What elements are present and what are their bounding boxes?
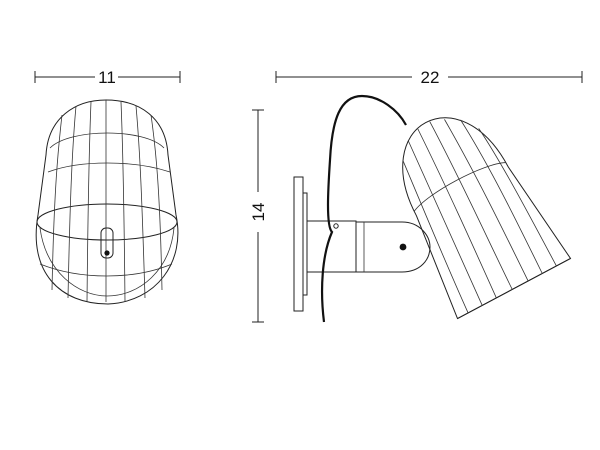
dimension-width-side-label: 22 xyxy=(421,68,440,87)
dimension-width-side: 22 xyxy=(275,68,583,87)
arm xyxy=(306,220,357,273)
dimension-width-front: 11 xyxy=(34,68,181,87)
front-view-shade xyxy=(35,99,179,305)
wall-plate xyxy=(293,176,304,312)
side-view-lamp xyxy=(293,94,572,323)
side-view-shade xyxy=(402,117,572,320)
dimension-width-front-label: 11 xyxy=(98,68,116,87)
power-cord xyxy=(320,94,407,323)
dimension-height-side: 14 xyxy=(249,109,268,323)
dimension-height-side-label: 14 xyxy=(249,203,268,222)
pivot-screw xyxy=(399,243,407,251)
